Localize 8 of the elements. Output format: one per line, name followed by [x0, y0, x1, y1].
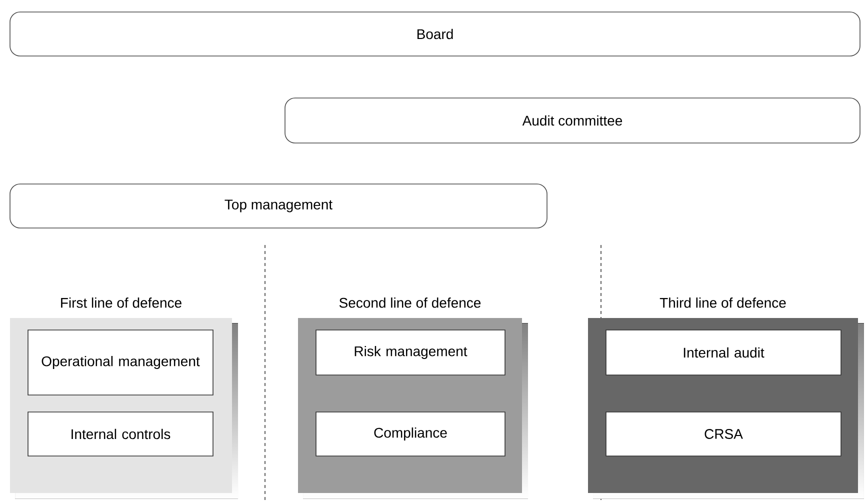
level-bar: Board	[10, 12, 860, 56]
panel-heading: First line of defence	[61, 298, 182, 308]
level-bar: Top management	[10, 184, 548, 228]
panel-heading: Second line of defence	[339, 298, 481, 308]
unit-box: Internal controls	[28, 412, 214, 456]
panel-heading: Third line of defence	[660, 298, 786, 308]
unit-box: Operational management	[28, 330, 214, 396]
level-bar: Audit committee	[284, 98, 860, 144]
